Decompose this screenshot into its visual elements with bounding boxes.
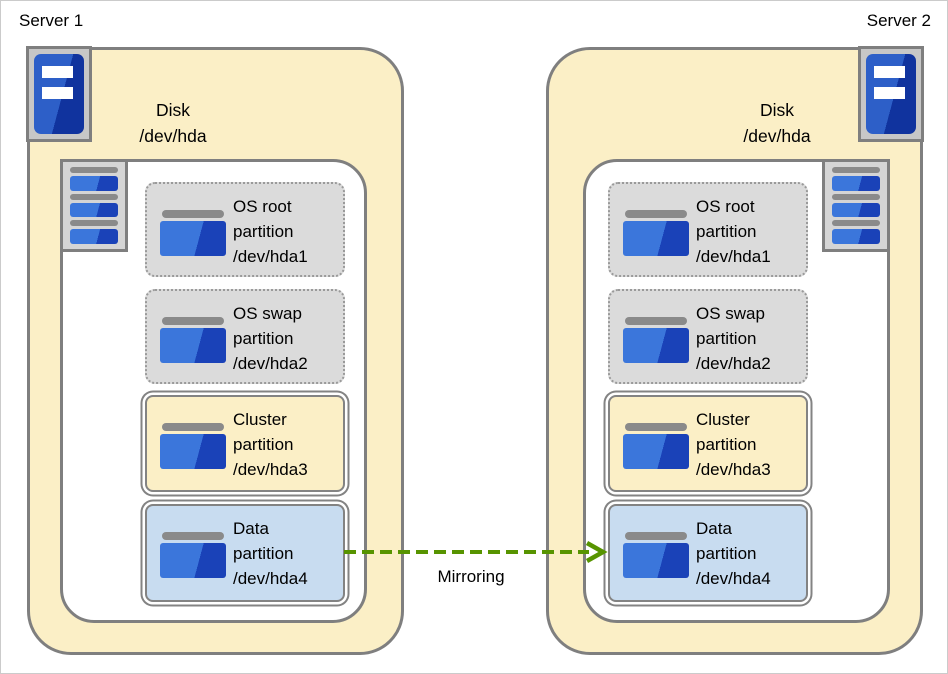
server1-partition-area: OS root partition /dev/hda1 OS swap part…: [60, 159, 367, 623]
server1-partition-cluster: Cluster partition /dev/hda3: [145, 395, 345, 492]
partition-icon-bar: [162, 317, 224, 325]
server2-disk-title: Disk /dev/hda: [697, 97, 857, 149]
partition-icon: [623, 291, 689, 382]
partition-icon-bar: [625, 532, 687, 540]
partition-label-line: partition: [696, 435, 757, 454]
partition-label: OS root partition /dev/hda1: [696, 194, 771, 269]
server2-partition-cluster: Cluster partition /dev/hda3: [608, 395, 808, 492]
partition-icon-block: [623, 221, 689, 256]
partition-label-line: Data: [696, 519, 732, 538]
server-slot: [874, 66, 905, 78]
partition-label-line: Cluster: [696, 410, 750, 429]
server1-disk-title: Disk /dev/hda: [93, 97, 253, 149]
partition-icon: [623, 506, 689, 600]
server-slot: [42, 66, 73, 78]
partition-label-line: /dev/hda3: [696, 460, 771, 479]
server1-partition-os-swap: OS swap partition /dev/hda2: [145, 289, 345, 384]
disk-stack-icon: [822, 159, 890, 252]
disk-platter: [832, 176, 880, 191]
disk-stack-icon: [60, 159, 128, 252]
partition-icon-bar: [625, 423, 687, 431]
disk-platter-divider: [70, 220, 118, 227]
server2-partition-data: Data partition /dev/hda4: [608, 504, 808, 602]
partition-label-line: Data: [233, 519, 269, 538]
partition-icon-block: [160, 543, 226, 578]
partition-icon-bar: [625, 210, 687, 218]
partition-label-line: /dev/hda2: [696, 354, 771, 373]
server-tower-body: [34, 54, 84, 134]
partition-icon-bar: [162, 423, 224, 431]
disk-platter: [70, 229, 118, 245]
partition-label: Cluster partition /dev/hda3: [696, 407, 771, 482]
partition-icon-bar: [162, 210, 224, 218]
partition-label: OS swap partition /dev/hda2: [233, 301, 308, 376]
partition-label-line: /dev/hda4: [696, 569, 771, 588]
disk-platter-divider: [70, 167, 118, 174]
disk-platter-divider: [832, 193, 880, 200]
partition-label-line: /dev/hda1: [696, 247, 771, 266]
partition-label-line: /dev/hda3: [233, 460, 308, 479]
server2-group: Disk /dev/hda OS root partition: [546, 46, 924, 655]
server2-partition-os-root: OS root partition /dev/hda1: [608, 182, 808, 277]
partition-icon-block: [623, 328, 689, 363]
partition-icon: [623, 184, 689, 275]
server-tower-icon: [26, 46, 92, 142]
disk-title-line2: /dev/hda: [743, 126, 811, 146]
partition-label-line: /dev/hda4: [233, 569, 308, 588]
partition-label-line: partition: [233, 544, 294, 563]
mirroring-label: Mirroring: [437, 567, 505, 586]
partition-label-line: partition: [696, 329, 757, 348]
server-slot: [874, 87, 905, 99]
server1-group: Disk /dev/hda OS root partition: [26, 46, 404, 655]
partition-label: Data partition /dev/hda4: [233, 516, 308, 591]
server1-partition-os-root: OS root partition /dev/hda1: [145, 182, 345, 277]
partition-icon-block: [623, 543, 689, 578]
partition-label-line: partition: [696, 222, 757, 241]
partition-icon: [160, 397, 226, 490]
partition-label-line: partition: [233, 329, 294, 348]
server-tower-body: [866, 54, 916, 134]
server2-label: Server 2: [866, 11, 931, 30]
partition-label: Data partition /dev/hda4: [696, 516, 771, 591]
disk-title-line1: Disk: [759, 100, 795, 120]
server-slot: [42, 87, 73, 99]
partition-icon: [160, 291, 226, 382]
partition-label-line: partition: [696, 544, 757, 563]
disk-platter-divider: [832, 167, 880, 174]
disk-title-line2: /dev/hda: [139, 126, 207, 146]
partition-icon-block: [160, 328, 226, 363]
partition-label-line: partition: [233, 222, 294, 241]
server2-partition-os-swap: OS swap partition /dev/hda2: [608, 289, 808, 384]
server1-partition-data: Data partition /dev/hda4: [145, 504, 345, 602]
partition-icon-bar: [162, 532, 224, 540]
partition-icon-bar: [625, 317, 687, 325]
partition-label-line: /dev/hda2: [233, 354, 308, 373]
partition-label-line: OS swap: [233, 304, 302, 323]
server-tower-icon: [858, 46, 924, 142]
disk-platter: [832, 202, 880, 218]
disk-platter-divider: [832, 220, 880, 227]
partition-label: Cluster partition /dev/hda3: [233, 407, 308, 482]
disk-platter: [70, 202, 118, 218]
server2-partition-area: OS root partition /dev/hda1 OS swap part…: [583, 159, 890, 623]
partition-icon: [623, 397, 689, 490]
partition-icon-block: [623, 434, 689, 469]
partition-icon: [160, 184, 226, 275]
partition-icon-block: [160, 434, 226, 469]
disk-platter: [70, 176, 118, 191]
partition-label-line: partition: [233, 435, 294, 454]
partition-label: OS root partition /dev/hda1: [233, 194, 308, 269]
partition-icon-block: [160, 221, 226, 256]
partition-icon: [160, 506, 226, 600]
disk-platter: [832, 229, 880, 245]
disk-platter-divider: [70, 193, 118, 200]
partition-label-line: Cluster: [233, 410, 287, 429]
partition-label-line: OS root: [696, 197, 755, 216]
partition-label-line: /dev/hda1: [233, 247, 308, 266]
partition-label-line: OS root: [233, 197, 292, 216]
disk-title-line1: Disk: [155, 100, 191, 120]
partition-label: OS swap partition /dev/hda2: [696, 301, 771, 376]
server1-label: Server 1: [19, 11, 84, 30]
partition-label-line: OS swap: [696, 304, 765, 323]
